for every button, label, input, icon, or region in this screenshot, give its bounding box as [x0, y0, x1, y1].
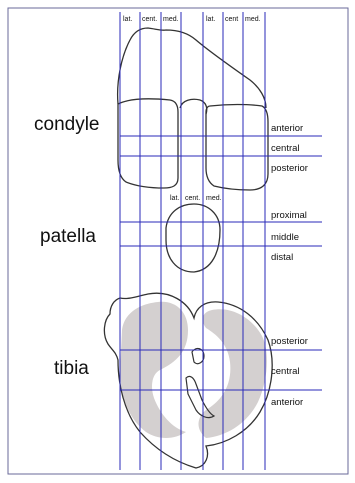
- zone-label-anterior: anterior: [271, 397, 303, 408]
- patella-zone-labels: proximal middle distal: [271, 210, 307, 263]
- col-label: med.: [245, 16, 261, 23]
- col-label: cent.: [185, 195, 200, 202]
- zone-label-middle: middle: [271, 232, 299, 243]
- tibia-label: tibia: [54, 358, 89, 379]
- condyle-zone-labels: anterior central posterior: [271, 123, 308, 174]
- tibia-zone-labels: posterior central anterior: [271, 336, 308, 408]
- zone-label-posterior: posterior: [271, 163, 308, 174]
- col-label: lat.: [170, 195, 179, 202]
- col-label: cent.: [142, 16, 157, 23]
- col-label: med.: [163, 16, 179, 23]
- zone-label-anterior: anterior: [271, 123, 303, 134]
- zone-label-central: central: [271, 143, 300, 154]
- col-label: lat.: [206, 16, 215, 23]
- zone-label-posterior: posterior: [271, 336, 308, 347]
- zone-label-distal: distal: [271, 252, 293, 263]
- tibia-outline: [104, 293, 272, 468]
- col-label: cent: [225, 16, 238, 23]
- zone-label-central: central: [271, 366, 300, 377]
- col-label: med.: [206, 195, 222, 202]
- patella-label: patella: [40, 226, 96, 247]
- top-column-labels: lat. cent. med. lat. cent med.: [123, 16, 261, 23]
- patella-column-labels: lat. cent. med.: [170, 195, 222, 202]
- patella-outline: [166, 204, 220, 272]
- col-label: lat.: [123, 16, 132, 23]
- medial-plateau-cartilage: [199, 309, 267, 438]
- condyle-label: condyle: [34, 114, 100, 135]
- zone-label-proximal: proximal: [271, 210, 307, 221]
